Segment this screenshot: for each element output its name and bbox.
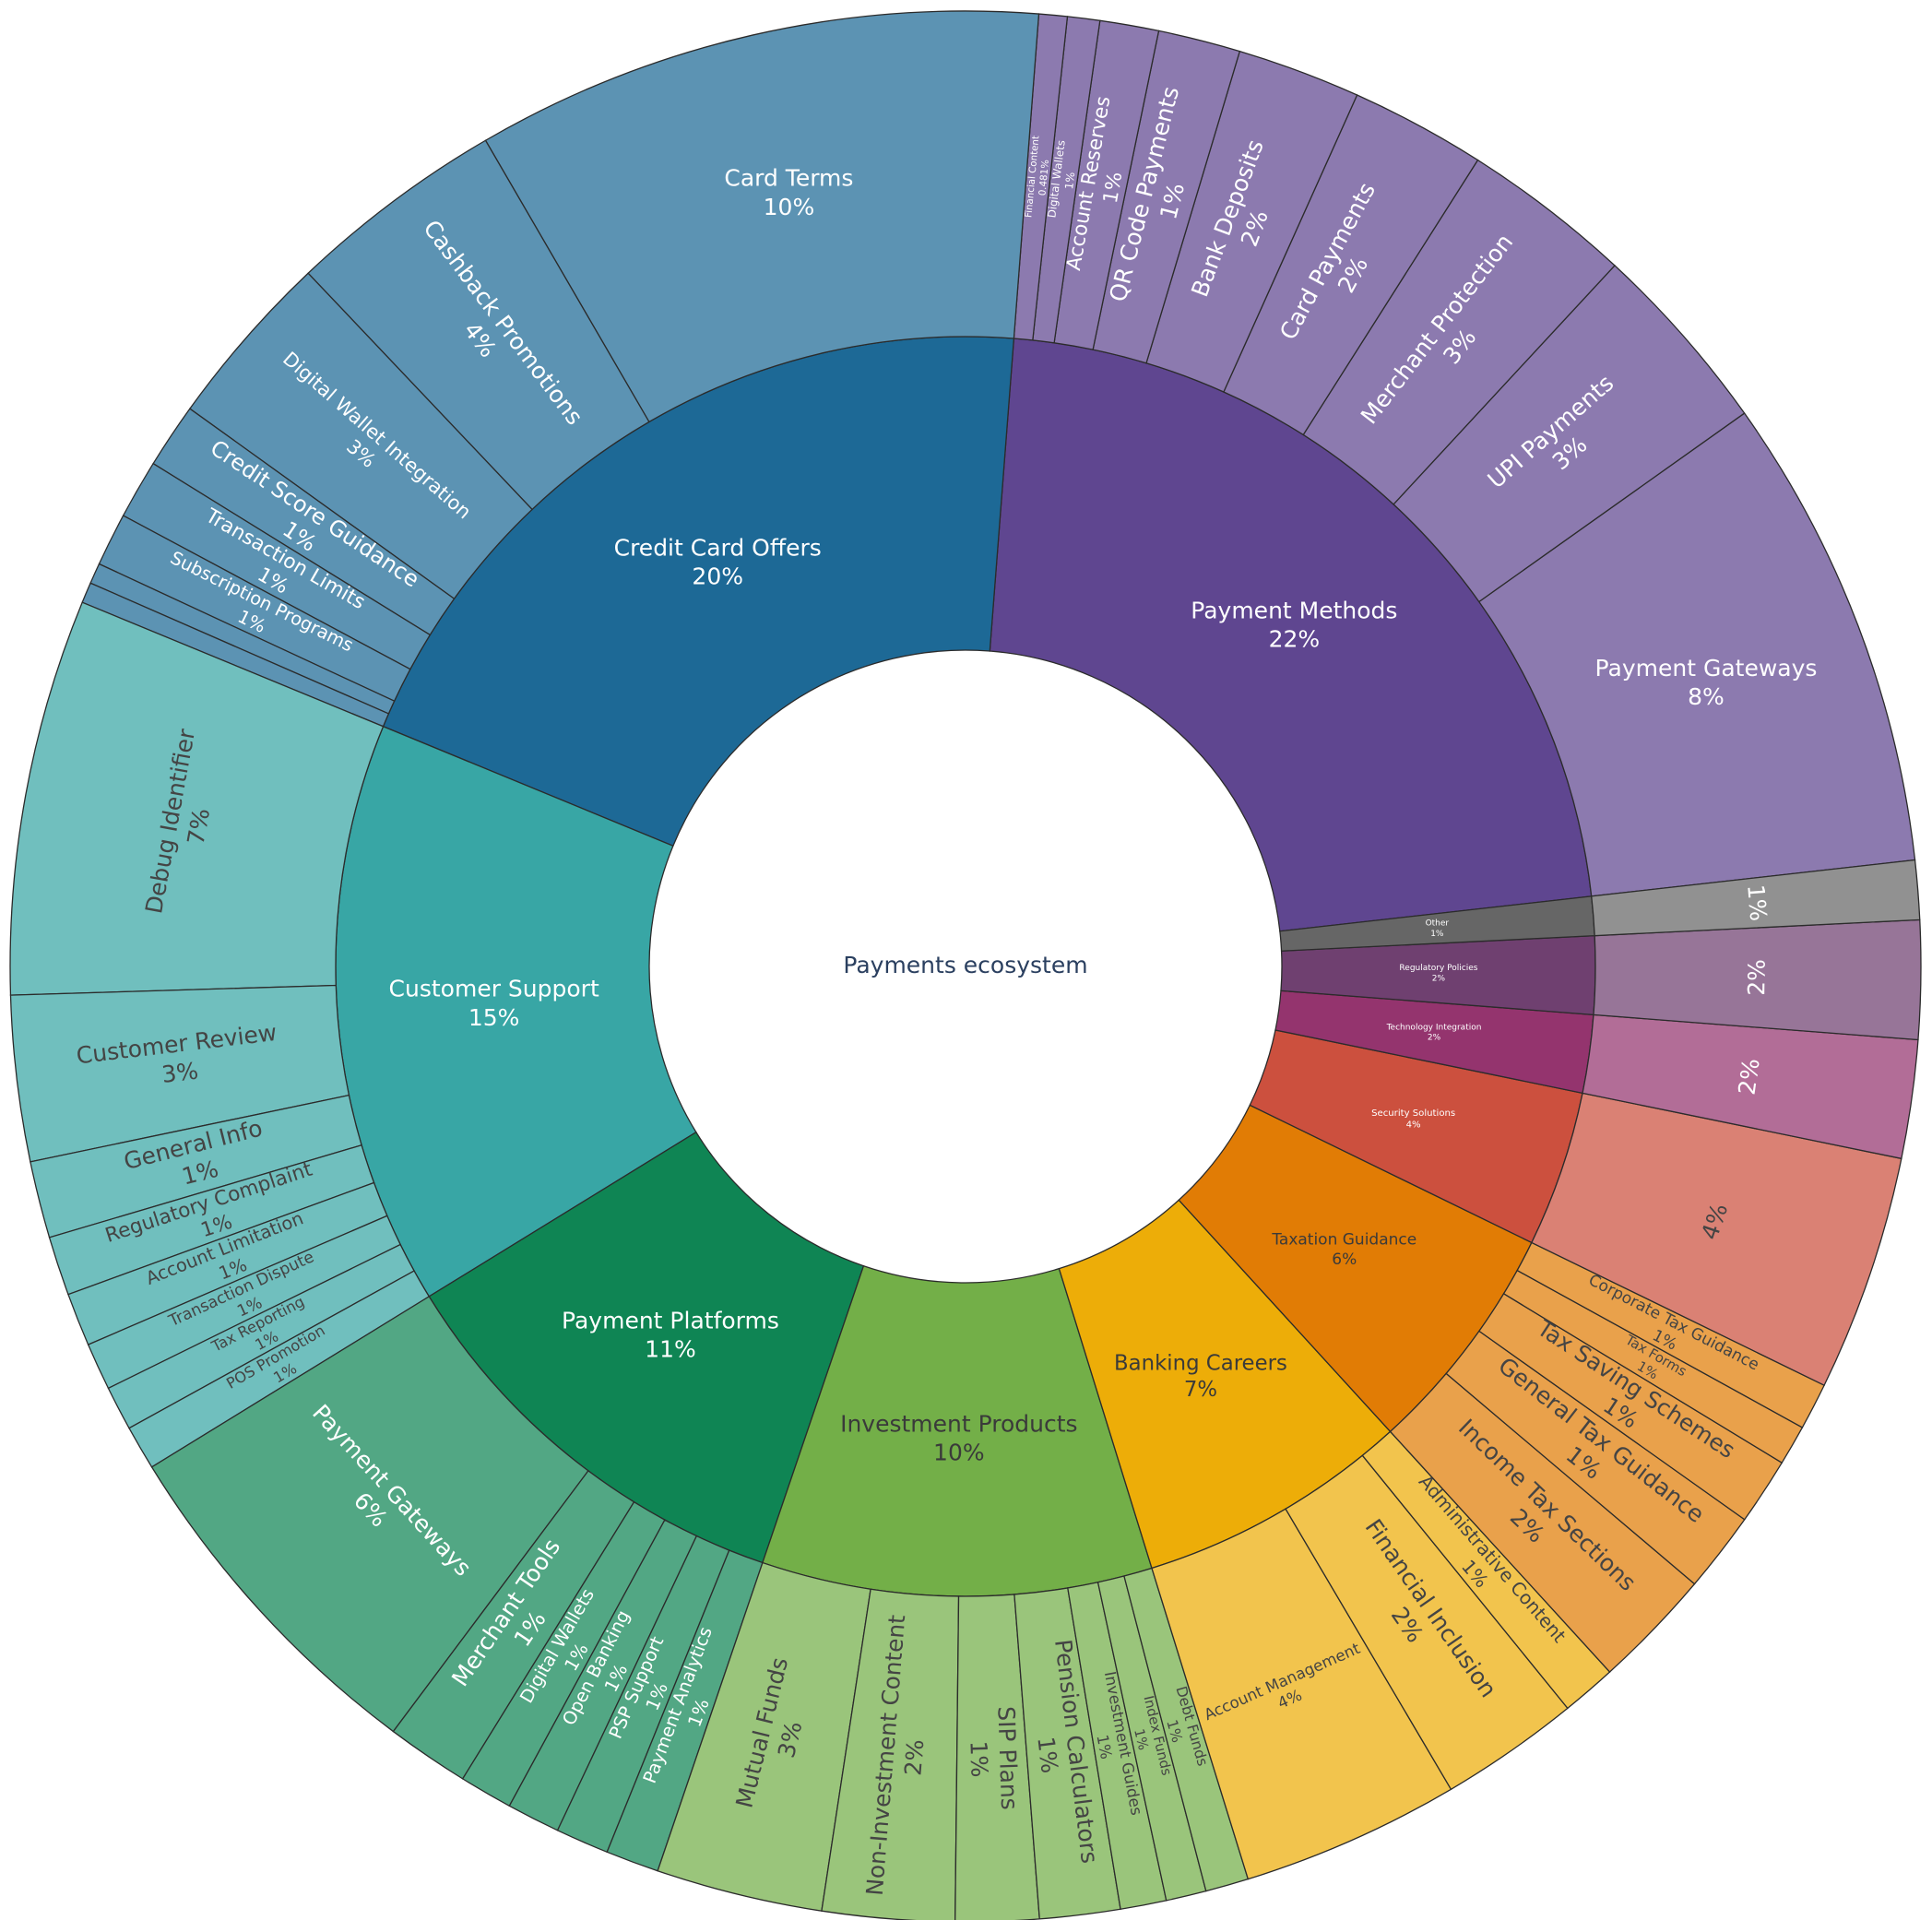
category-security-solutions-name: Security Solutions — [1371, 1108, 1455, 1119]
category-other-child-0-wedge[interactable] — [1591, 859, 1921, 937]
category-investment-products-value: 10% — [933, 1440, 985, 1466]
category-other-value: 1% — [1430, 930, 1444, 939]
category-payment-methods-child-payment-gateways-value: 8% — [1688, 683, 1725, 710]
sunburst-arcs — [9, 10, 1922, 1920]
category-technology-integration-value: 2% — [1428, 1034, 1441, 1043]
category-taxation-guidance-value: 6% — [1332, 1250, 1357, 1269]
category-investment-products-label: Investment Products 10% — [840, 1410, 1078, 1465]
category-taxation-guidance-name: Taxation Guidance — [1271, 1231, 1416, 1250]
category-customer-support-child-debug-identifier-value: 7% — [183, 806, 216, 847]
category-payment-platforms-label: Payment Platforms 11% — [562, 1307, 779, 1362]
category-investment-products-child-non-investment-content-value: 2% — [899, 1738, 929, 1777]
category-technology-integration-child-0-value: 2% — [1734, 1057, 1765, 1096]
category-payment-methods-child-digital-wallets-value: 1% — [1062, 172, 1077, 190]
category-payment-platforms-value: 11% — [645, 1336, 696, 1363]
category-regulatory-policies-child-0-value: 2% — [1743, 959, 1771, 996]
category-credit-card-offers-name: Credit Card Offers — [614, 534, 822, 561]
category-regulatory-policies-name: Regulatory Policies — [1399, 964, 1477, 973]
category-payment-methods-name: Payment Methods — [1191, 597, 1397, 623]
category-credit-card-offers-value: 20% — [692, 563, 743, 590]
category-payment-methods-child-financial-content-value: 0.481% — [1037, 159, 1051, 196]
category-regulatory-policies-value: 2% — [1432, 974, 1446, 983]
category-payment-platforms-name: Payment Platforms — [562, 1307, 779, 1333]
category-customer-support-name: Customer Support — [389, 976, 599, 1002]
category-investment-products-name: Investment Products — [840, 1410, 1078, 1437]
category-payment-methods-value: 22% — [1269, 626, 1321, 653]
category-technology-integration-label: Technology Integration 2% — [1386, 1023, 1482, 1042]
category-investment-products-child-pension-calculators-value: 1% — [1032, 1736, 1063, 1775]
category-banking-careers-label: Banking Careers 7% — [1114, 1351, 1287, 1402]
category-banking-careers-name: Banking Careers — [1114, 1351, 1287, 1375]
category-investment-products-child-investment-guides-value: 1% — [1093, 1733, 1116, 1760]
category-customer-support-value: 15% — [468, 1004, 520, 1031]
category-payment-methods-label: Payment Methods 22% — [1191, 597, 1397, 652]
category-investment-products-child-sip-plans-name: SIP Plans — [992, 1706, 1023, 1810]
category-other-child-0-value: 1% — [1742, 883, 1772, 922]
category-investment-products-child-sip-plans-value: 1% — [965, 1740, 992, 1778]
category-other-name: Other — [1426, 919, 1450, 929]
category-payment-methods-child-account-reserves-value: 1% — [1099, 171, 1127, 206]
category-technology-integration-name: Technology Integration — [1386, 1023, 1482, 1032]
category-banking-careers-value: 7% — [1184, 1378, 1217, 1402]
category-credit-card-offers-child-card-terms-wedge[interactable] — [484, 10, 1040, 423]
category-security-solutions-value: 4% — [1406, 1120, 1421, 1131]
center-label: Payments ecosystem — [843, 952, 1087, 978]
category-technology-integration-child-0-label: 2% — [1734, 1057, 1765, 1096]
category-credit-card-offers-child-card-terms-name: Card Terms — [724, 165, 853, 192]
category-payment-methods-child-payment-gateways-name: Payment Gateways — [1595, 655, 1818, 681]
category-customer-support-child-customer-review-value: 3% — [160, 1057, 200, 1087]
category-other-child-0-label: 1% — [1742, 883, 1772, 922]
category-credit-card-offers-child-card-terms-value: 10% — [764, 194, 815, 220]
category-investment-products-child-index-funds-value: 1% — [1131, 1727, 1151, 1752]
category-regulatory-policies-child-0-label: 2% — [1743, 959, 1771, 996]
